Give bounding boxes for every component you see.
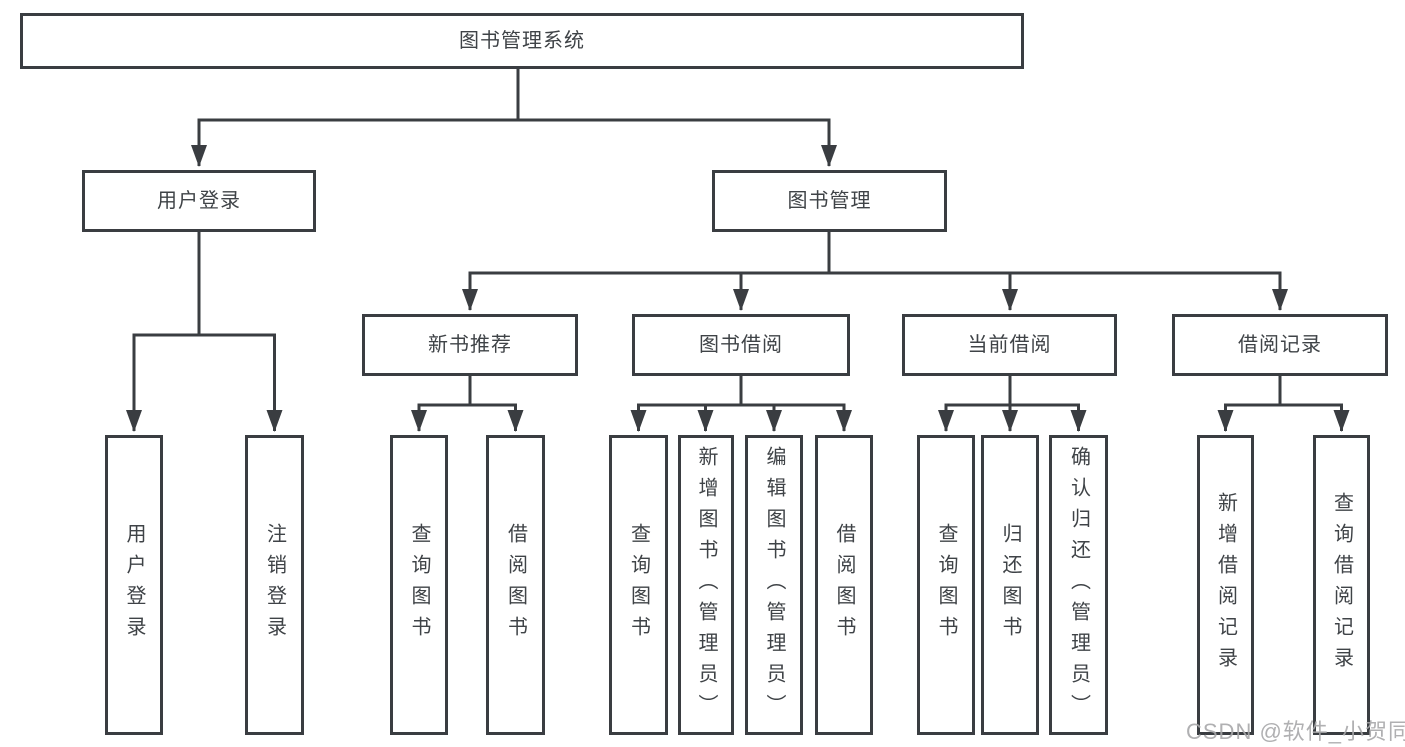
connector-root-to-level2 [191,69,837,167]
node-label: 查询图书 [408,523,430,647]
connector-borrow-record-children [1217,376,1350,432]
node-label: 新书推荐 [428,334,512,356]
leaf-query-borrow-record: 查询借阅记录 [1313,435,1370,735]
node-label: 借阅图书 [833,523,855,647]
node-label: 借阅记录 [1238,334,1322,356]
leaf-logout: 注销登录 [245,435,304,735]
node-user-login: 用户登录 [82,170,316,232]
node-book-borrow: 图书借阅 [632,314,850,376]
connector-new-book-recommend-children [411,376,524,432]
leaf-confirm-return-admin: 确认归还（管理员） [1049,435,1108,735]
leaf-query-book: 查询图书 [917,435,975,735]
node-label: 图书管理系统 [459,30,585,52]
node-label: 借阅图书 [504,523,527,647]
leaf-borrow-book: 借阅图书 [815,435,873,735]
connector-book-management-children [462,232,1288,311]
leaf-return-book: 归还图书 [981,435,1039,735]
leaf-query-book: 查询图书 [609,435,668,735]
node-library-management-system: 图书管理系统 [20,13,1024,69]
connector-user-login-children [126,232,283,432]
node-label: 图书管理 [787,190,872,212]
node-label: 用户登录 [157,190,241,212]
node-label: 图书借阅 [699,334,783,356]
node-label: 用户登录 [123,523,145,647]
node-label: 归还图书 [999,523,1021,647]
connector-book-borrow-children [630,376,852,432]
csdn-watermark: CSDN @软件_小贺同学 [1186,719,1405,744]
node-label: 当前借阅 [967,334,1052,356]
connector-current-borrow-children [938,376,1087,432]
leaf-add-borrow-record: 新增借阅记录 [1197,435,1254,735]
node-label: 确认归还（管理员） [1067,445,1090,725]
leaf-add-book-admin: 新增图书（管理员） [678,435,734,735]
node-label: 查询图书 [627,523,650,647]
node-new-book-recommend: 新书推荐 [362,314,578,376]
node-borrow-record: 借阅记录 [1172,314,1388,376]
node-label: 查询图书 [935,523,957,647]
node-label: 新增借阅记录 [1214,492,1237,678]
leaf-user-login: 用户登录 [105,435,163,735]
node-label: 编辑图书（管理员） [763,445,785,725]
node-current-borrow: 当前借阅 [902,314,1117,376]
node-label: 注销登录 [263,523,286,647]
node-book-management: 图书管理 [712,170,947,232]
node-label: 查询借阅记录 [1330,492,1353,678]
node-label: 新增图书（管理员） [695,445,717,725]
leaf-edit-book-admin: 编辑图书（管理员） [745,435,803,735]
leaf-query-book: 查询图书 [390,435,448,735]
leaf-borrow-book: 借阅图书 [486,435,545,735]
